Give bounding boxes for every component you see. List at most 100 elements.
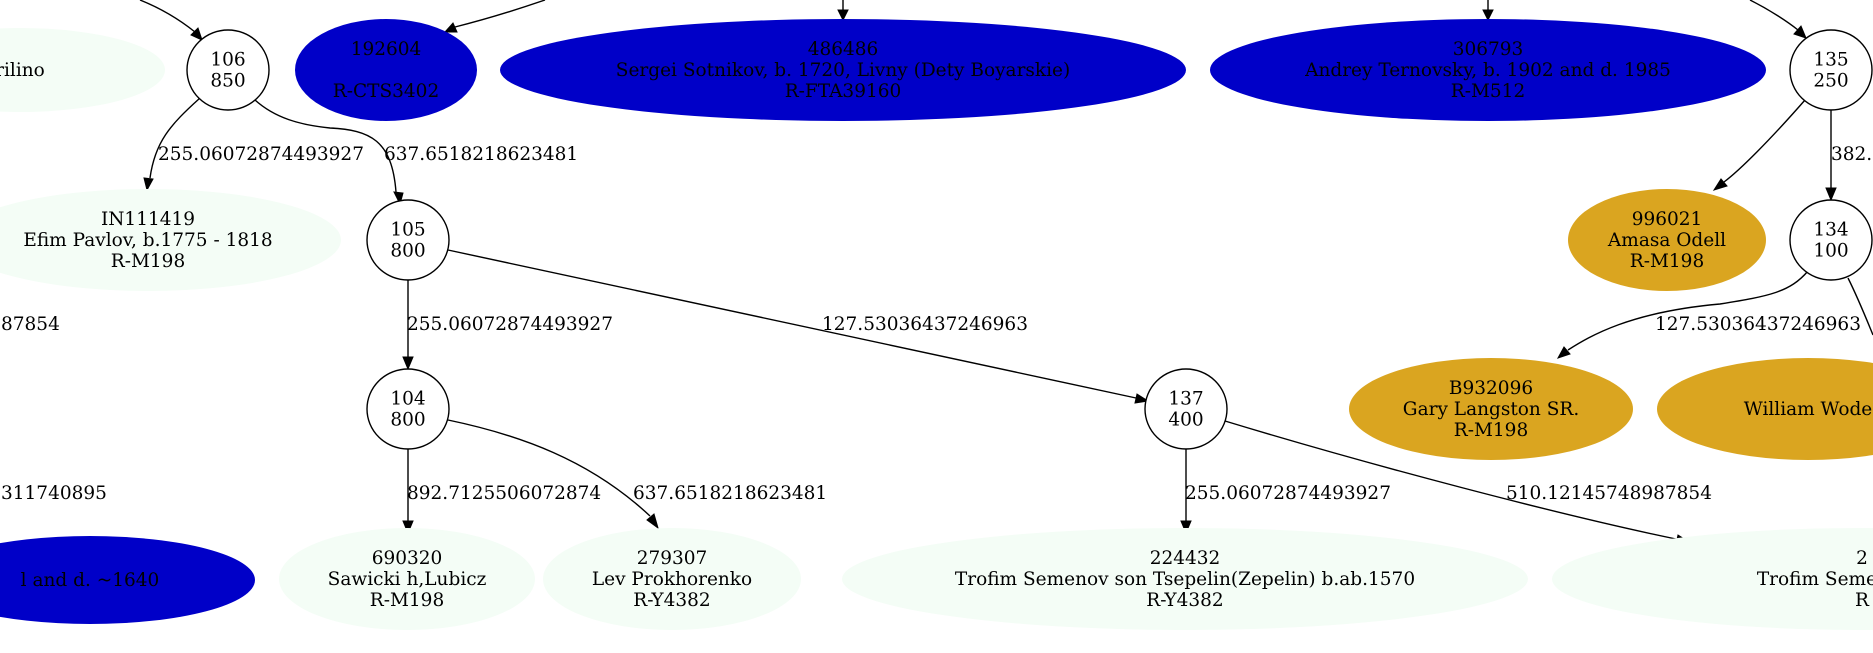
- node-label-line: 250: [1813, 71, 1848, 92]
- node-label-line: 135: [1813, 50, 1848, 71]
- edge-weight-label: 255.06072874493927: [158, 144, 364, 165]
- edge-weight-label: 382.: [1831, 144, 1872, 165]
- edge-arrowhead: [1134, 393, 1150, 404]
- edge-line: [1723, 99, 1806, 183]
- edge-arrowhead: [1180, 520, 1192, 535]
- edge-line: [1224, 420, 1677, 540]
- node-label-line: 137: [1168, 389, 1203, 410]
- node-label-line: R-M198: [1630, 251, 1704, 272]
- node-label-line: R-Y4382: [1146, 590, 1223, 611]
- node-label-line: R-M198: [1454, 420, 1528, 441]
- node-label-line: Amasa Odell: [1607, 230, 1726, 251]
- edge: [1556, 270, 1809, 359]
- node-ellipse: [0, 536, 255, 624]
- edge: [443, 0, 546, 33]
- node-ellipse: [186, 29, 270, 111]
- edge-weight-label: 255.06072874493927: [1185, 483, 1391, 504]
- node-label-line: 279307: [637, 548, 708, 569]
- edge: [1749, 0, 1807, 39]
- edge-line: [139, 0, 196, 33]
- edge-line: [149, 97, 201, 179]
- node-label-line: 690320: [372, 548, 443, 569]
- node-label-line: Efim Pavlov, b.1775 - 1818: [23, 230, 272, 251]
- node-label-line: R-Y4382: [633, 590, 710, 611]
- node-ellipse: [1789, 199, 1873, 281]
- node-ellipse: [1210, 19, 1766, 121]
- edge: [1825, 110, 1837, 202]
- node-label-line: 400: [1168, 410, 1203, 431]
- edge-arrowhead: [1556, 346, 1571, 359]
- sample-node[interactable]: rilino: [0, 28, 165, 112]
- edge-line: [447, 419, 651, 517]
- node-label-line: Trofim Semenov son Tsepelin(Zepelin) b.a…: [955, 569, 1415, 590]
- sample-node[interactable]: William Wode: [1657, 358, 1873, 460]
- edge-arrowhead: [1793, 25, 1807, 39]
- node-label-line: Sergei Sotnikov, b. 1720, Livny (Dety Bo…: [616, 60, 1070, 81]
- edges-layer: [139, 0, 1873, 545]
- node-label-line: Trofim Semenov son T: [1757, 569, 1873, 590]
- edge-labels-layer: 255.06072874493927 637.6518218623481 382. 2…: [158, 144, 1872, 504]
- node-ellipse: [366, 368, 450, 450]
- edge-line: [1567, 270, 1809, 351]
- edge-arrowhead: [402, 520, 414, 535]
- edge-weight-label: 127.53036437246963: [822, 314, 1028, 335]
- edge-weight-label: 87854: [1, 314, 60, 335]
- edge-arrowhead: [1482, 9, 1494, 22]
- edge: [402, 280, 414, 371]
- edge-arrowhead: [837, 9, 849, 22]
- node-label-line: R-FTA39160: [785, 81, 902, 102]
- node-label-line: B932096: [1449, 378, 1533, 399]
- node-label-line: R-M512: [1451, 81, 1525, 102]
- node-label-line: 192604: [351, 39, 422, 60]
- node-ellipse: [1568, 189, 1766, 291]
- edge-line: [454, 0, 546, 28]
- node-label-line: rilino: [0, 60, 45, 81]
- node-label-line: l and d. ~1640: [21, 570, 160, 591]
- node-ellipse: [0, 189, 341, 291]
- node-ellipse: [1552, 528, 1873, 630]
- edge: [402, 449, 414, 535]
- node-ellipse: [1144, 368, 1228, 450]
- edge: [143, 97, 201, 192]
- edge-arrowhead: [646, 513, 659, 530]
- edge-line: [254, 99, 397, 193]
- node-label-line: 134: [1813, 220, 1848, 241]
- edge: [837, 0, 849, 22]
- node-label-line: 996021: [1632, 209, 1703, 230]
- sample-node[interactable]: l and d. ~1640: [0, 536, 255, 624]
- edge-weight-label: 637.6518218623481: [633, 483, 827, 504]
- node-ellipse: [543, 528, 801, 630]
- edge-line: [447, 249, 1137, 399]
- edge: [139, 0, 203, 41]
- edge: [1712, 99, 1806, 191]
- node-label-line: 800: [390, 241, 425, 262]
- node-ellipse: [0, 28, 165, 112]
- node-ellipse: [366, 199, 450, 281]
- node-label-line: 224432: [1150, 548, 1221, 569]
- edge-weight-label: 255.06072874493927: [407, 314, 613, 335]
- node-label-line: Gary Langston SR.: [1403, 399, 1579, 420]
- node-label-line: R-M198: [111, 251, 185, 272]
- node-label-line: 800: [390, 410, 425, 431]
- node-label-line: IN111419: [101, 209, 195, 230]
- node-label-line: 100: [1813, 241, 1848, 262]
- edge: [1847, 277, 1873, 336]
